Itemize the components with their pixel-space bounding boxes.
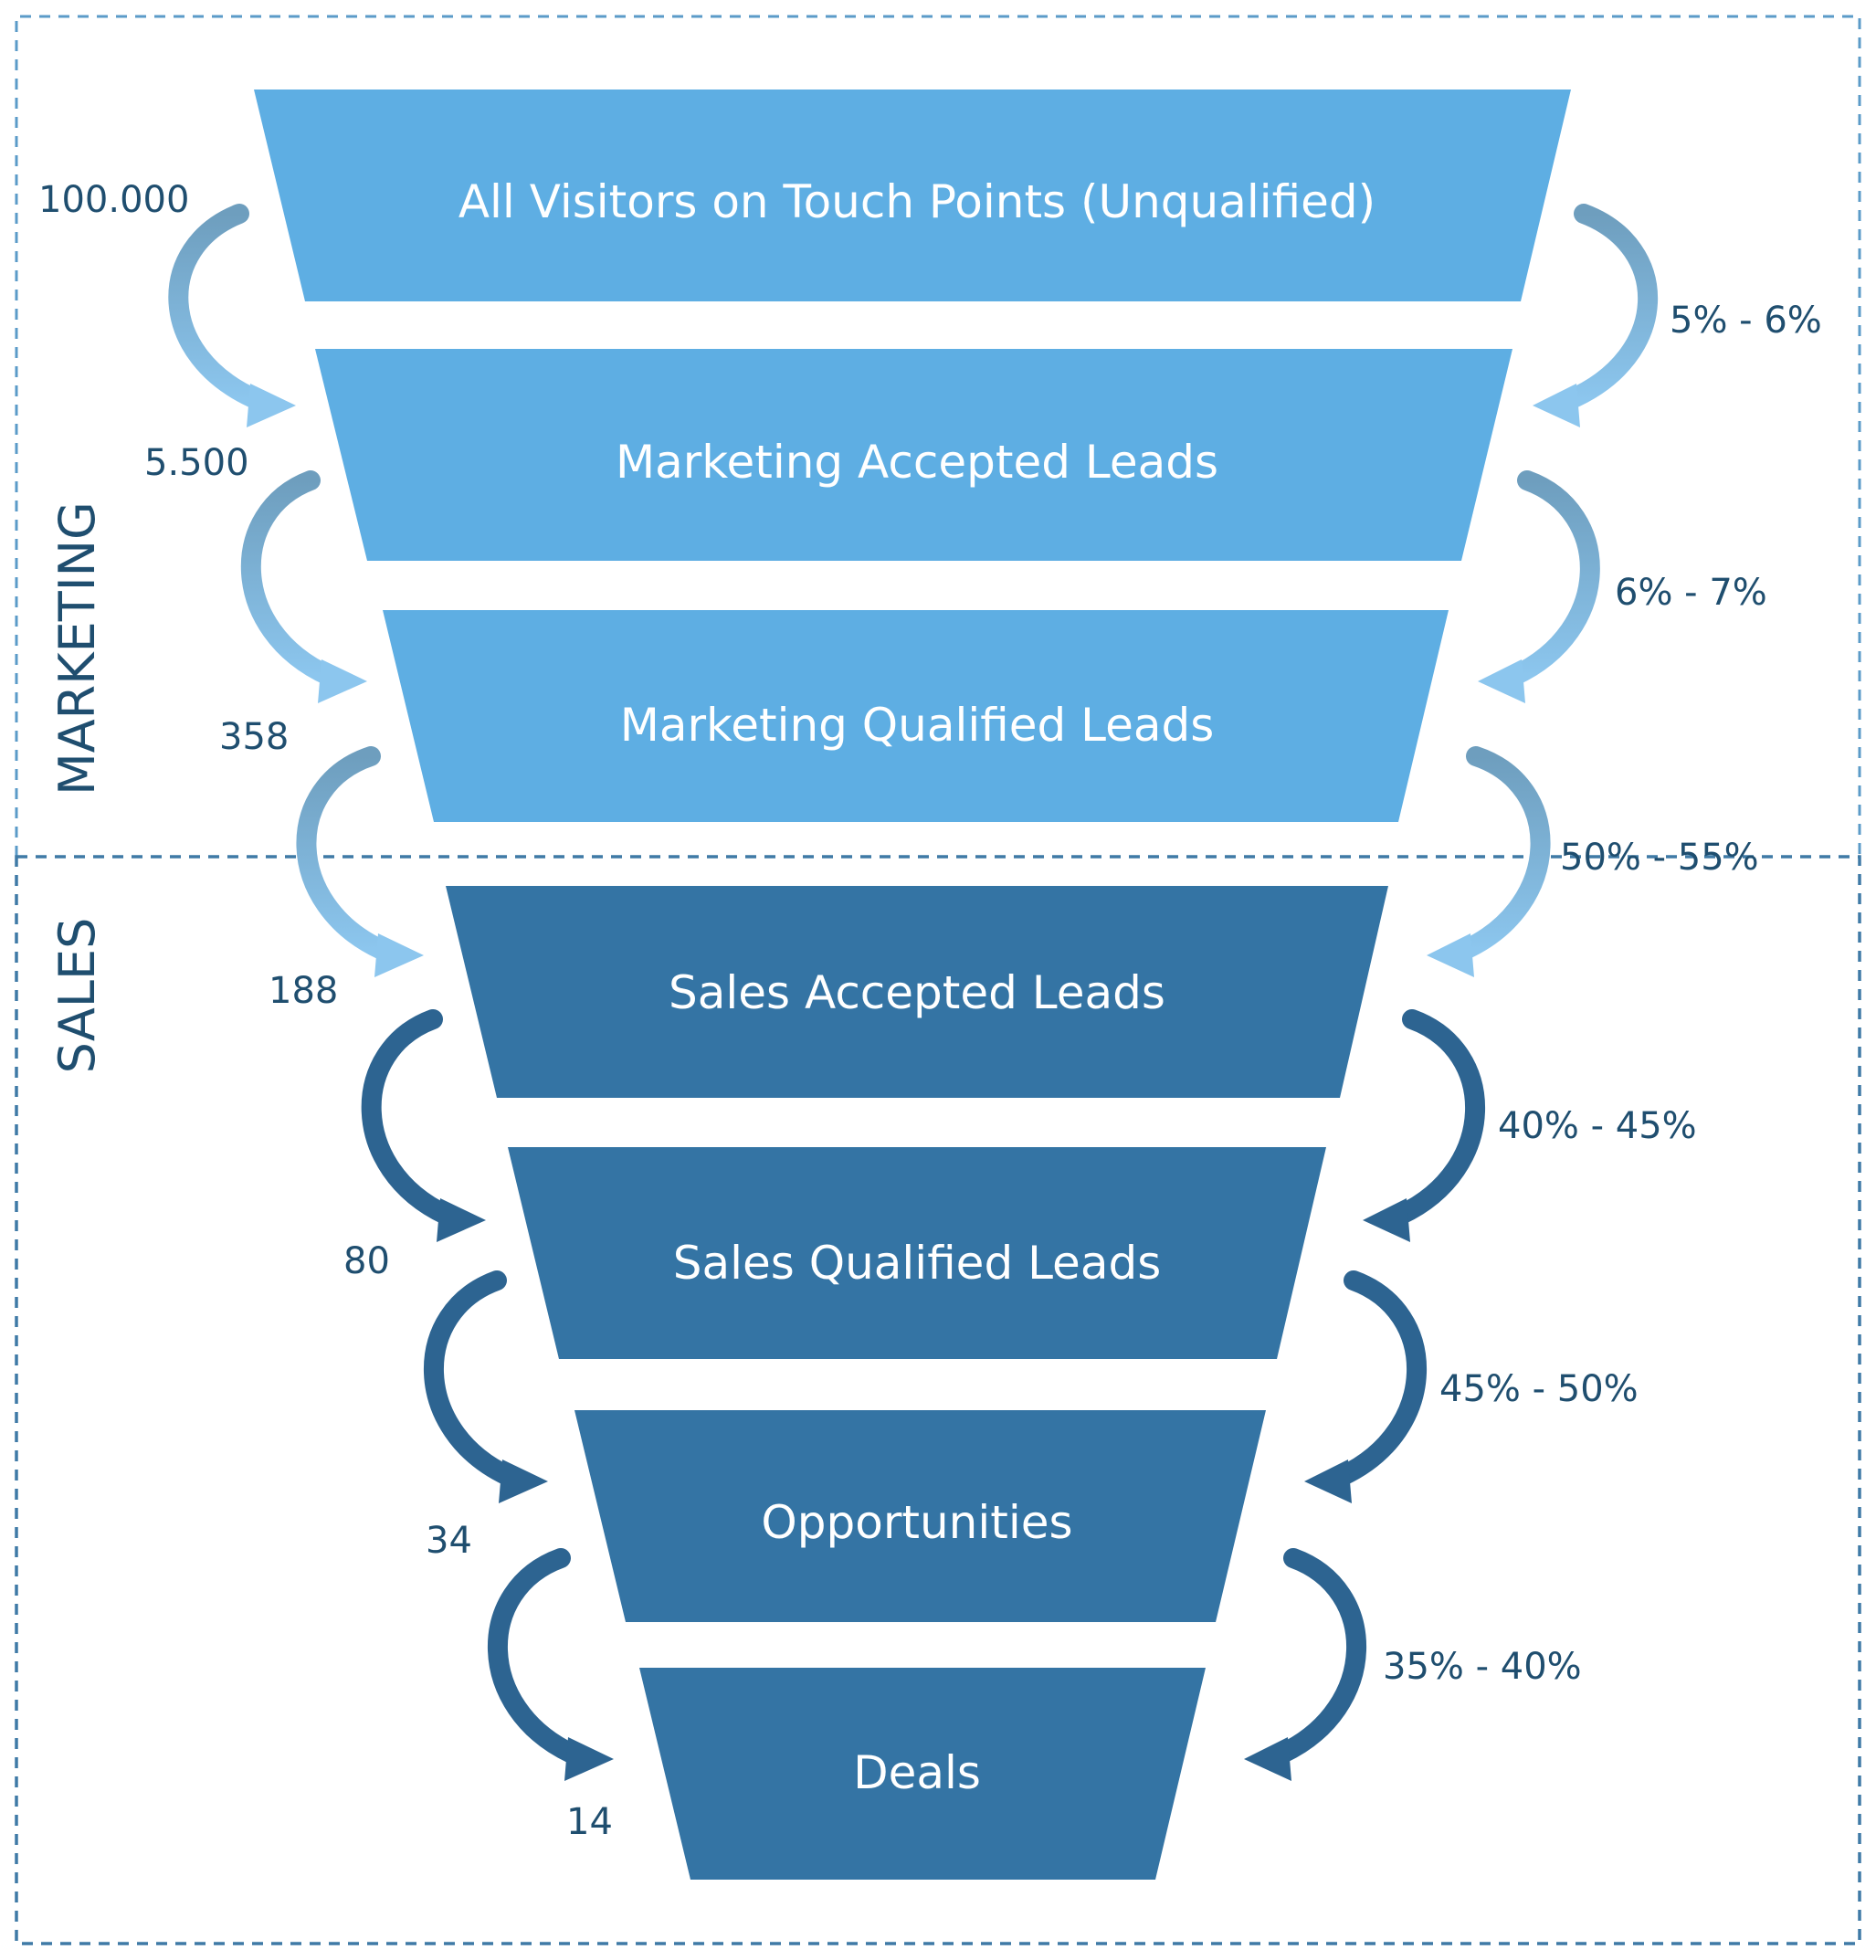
funnel-stage-label: Sales Qualified Leads	[673, 1237, 1162, 1290]
stage-count-label: 80	[343, 1240, 390, 1282]
stage-counts: 100.000 5.500 358 188 80 34 14	[38, 179, 613, 1843]
stage-count-label: 358	[219, 716, 289, 758]
funnel-stage: Marketing Accepted Leads	[315, 349, 1512, 561]
funnel-stage-label: Opportunities	[761, 1496, 1072, 1549]
funnel-stage-shape	[383, 610, 1449, 822]
section-frames	[15, 15, 1861, 1945]
conversion-rate-label: 35% - 40%	[1383, 1646, 1582, 1688]
stage-count-label: 188	[269, 970, 338, 1012]
funnel-stage-label: Sales Accepted Leads	[669, 966, 1165, 1019]
funnel-stage-label: Marketing Accepted Leads	[616, 436, 1218, 489]
curved-arrow-icon	[1304, 1270, 1428, 1503]
curved-arrow-icon	[240, 470, 367, 703]
curved-arrow-icon	[1363, 1009, 1486, 1242]
conversion-rate-label: 5% - 6%	[1670, 300, 1822, 342]
curved-arrow-icon	[423, 1270, 548, 1503]
left-flow-arrows	[168, 204, 614, 1781]
conversion-rate-label: 50% - 55%	[1560, 837, 1759, 879]
curved-arrow-icon	[361, 1009, 486, 1242]
funnel-stage-shape	[639, 1668, 1206, 1880]
funnel-stage-shape	[254, 90, 1571, 301]
section-label-sales: SALES	[48, 918, 106, 1074]
funnel-stage-label: Marketing Qualified Leads	[620, 699, 1215, 752]
conversion-rate-label: 40% - 45%	[1498, 1105, 1697, 1147]
curved-arrow-icon	[1427, 746, 1551, 977]
conversion-rate-label: 6% - 7%	[1615, 572, 1767, 614]
right-flow-arrows	[1244, 204, 1659, 1781]
funnel-stage: Deals	[639, 1668, 1206, 1880]
funnel-stage: Sales Accepted Leads	[446, 886, 1388, 1098]
curved-arrow-icon	[296, 746, 424, 977]
funnel-stage-label: All Visitors on Touch Points (Unqualifie…	[458, 175, 1375, 228]
funnel-stage-shape	[574, 1410, 1266, 1622]
stage-count-label: 14	[566, 1801, 613, 1843]
conversion-rate-label: 45% - 50%	[1439, 1368, 1639, 1410]
funnel-stage: Sales Qualified Leads	[508, 1147, 1326, 1359]
stage-count-label: 5.500	[144, 442, 249, 484]
curved-arrow-icon	[1244, 1548, 1367, 1781]
sales-section-border	[15, 855, 1861, 1945]
curved-arrow-icon	[1478, 470, 1600, 703]
funnel-stage-label: Deals	[853, 1746, 981, 1799]
conversion-rates: 5% - 6% 6% - 7% 50% - 55% 40% - 45% 45% …	[1383, 300, 1822, 1688]
curved-arrow-icon	[487, 1548, 614, 1781]
funnel-stage-shape	[315, 349, 1512, 561]
curved-arrow-icon	[168, 204, 296, 427]
funnel-stage-shape	[508, 1147, 1326, 1359]
stage-count-label: 100.000	[38, 179, 189, 221]
curved-arrow-icon	[1533, 204, 1659, 427]
funnel-stage-shape	[446, 886, 1388, 1098]
stage-count-label: 34	[426, 1520, 472, 1562]
funnel-stage: All Visitors on Touch Points (Unqualifie…	[254, 90, 1571, 301]
funnel-stage: Opportunities	[574, 1410, 1266, 1622]
section-label-marketing: MARKETING	[48, 501, 106, 796]
funnel-stage: Marketing Qualified Leads	[383, 610, 1449, 822]
